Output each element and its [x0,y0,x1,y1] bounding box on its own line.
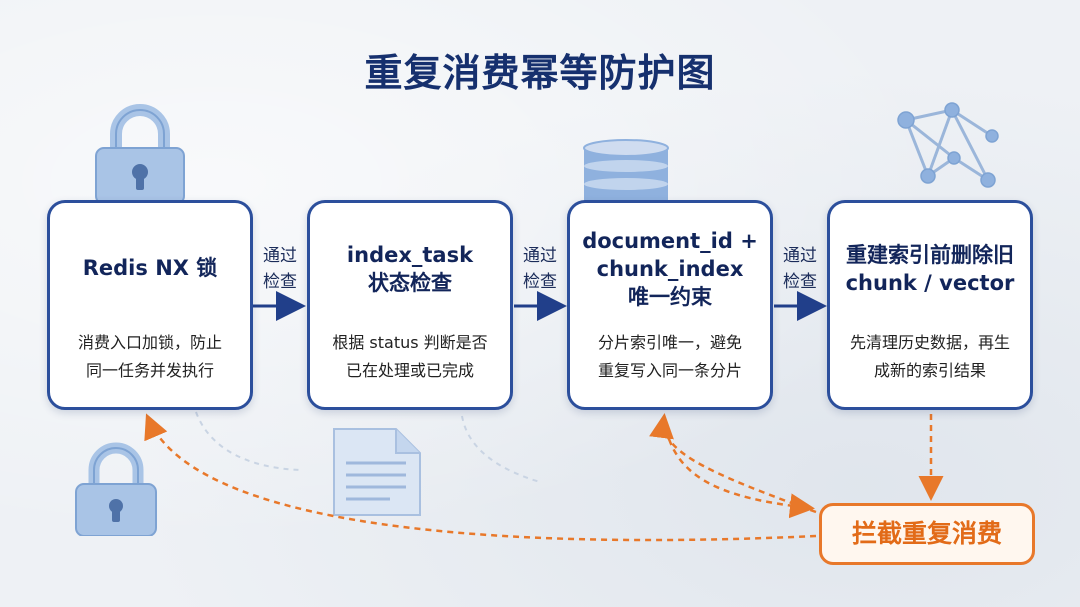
card-description: 先清理历史数据，再生 成新的索引结果 [830,329,1030,385]
step-card-status-check: index_task 状态检查 根据 status 判断是否 已在处理或已完成 [307,200,513,410]
title-line: 状态检查 [368,271,452,295]
label-line: 检查 [783,272,817,292]
desc-line: 消费入口加锁，防止 [77,333,222,352]
card-title: index_task 状态检查 [310,241,510,297]
label-line: 通过 [523,246,557,266]
pass-check-label: 通过 检查 [775,243,825,295]
title-line: chunk_index [596,257,744,281]
step-card-rebuild-index: 重建索引前删除旧 chunk / vector 先清理历史数据，再生 成新的索引… [827,200,1033,410]
label-line: 通过 [263,246,297,266]
desc-line: 已在处理或已完成 [345,361,474,380]
pass-check-label: 通过 检查 [255,243,305,295]
card-description: 根据 status 判断是否 已在处理或已完成 [310,329,510,385]
desc-line: 分片索引唯一，避免 [597,333,742,352]
card-title: document_id + chunk_index 唯一约束 [570,227,770,311]
title-line: index_task [346,243,474,267]
card-description: 分片索引唯一，避免 重复写入同一条分片 [570,329,770,385]
title-line: 唯一约束 [628,285,712,309]
card-description: 消费入口加锁，防止 同一任务并发执行 [50,329,250,385]
intercept-duplicate-box: 拦截重复消费 [819,503,1035,565]
faint-path [461,415,541,483]
card-title: 重建索引前删除旧 chunk / vector [830,241,1030,297]
database-icon [583,139,669,206]
desc-line: 根据 status 判断是否 [332,333,488,352]
lock-icon [95,104,185,204]
faint-path [195,411,301,471]
label-line: 检查 [523,272,557,292]
lock-icon [75,442,157,536]
title-line: document_id + [582,229,758,253]
desc-line: 同一任务并发执行 [85,361,214,380]
label-line: 检查 [263,272,297,292]
title-line: 重建索引前删除旧 [846,243,1014,267]
desc-line: 重复写入同一条分片 [597,361,742,380]
pass-check-label: 通过 检查 [515,243,565,295]
reject-path [649,413,817,514]
document-icon [333,428,421,516]
label-line: 通过 [783,246,817,266]
desc-line: 成新的索引结果 [873,361,986,380]
page-title: 重复消费幂等防护图 [364,51,716,95]
title-line: chunk / vector [845,271,1015,295]
reject-path [144,413,817,542]
desc-line: 先清理历史数据，再生 [849,333,1010,352]
step-card-unique-constraint: document_id + chunk_index 唯一约束 分片索引唯一，避免… [567,200,773,410]
card-title: Redis NX 锁 [82,256,218,280]
step-card-redis-lock: Redis NX 锁 消费入口加锁，防止 同一任务并发执行 [47,200,253,410]
network-icon [897,102,999,188]
reject-path [662,417,815,519]
